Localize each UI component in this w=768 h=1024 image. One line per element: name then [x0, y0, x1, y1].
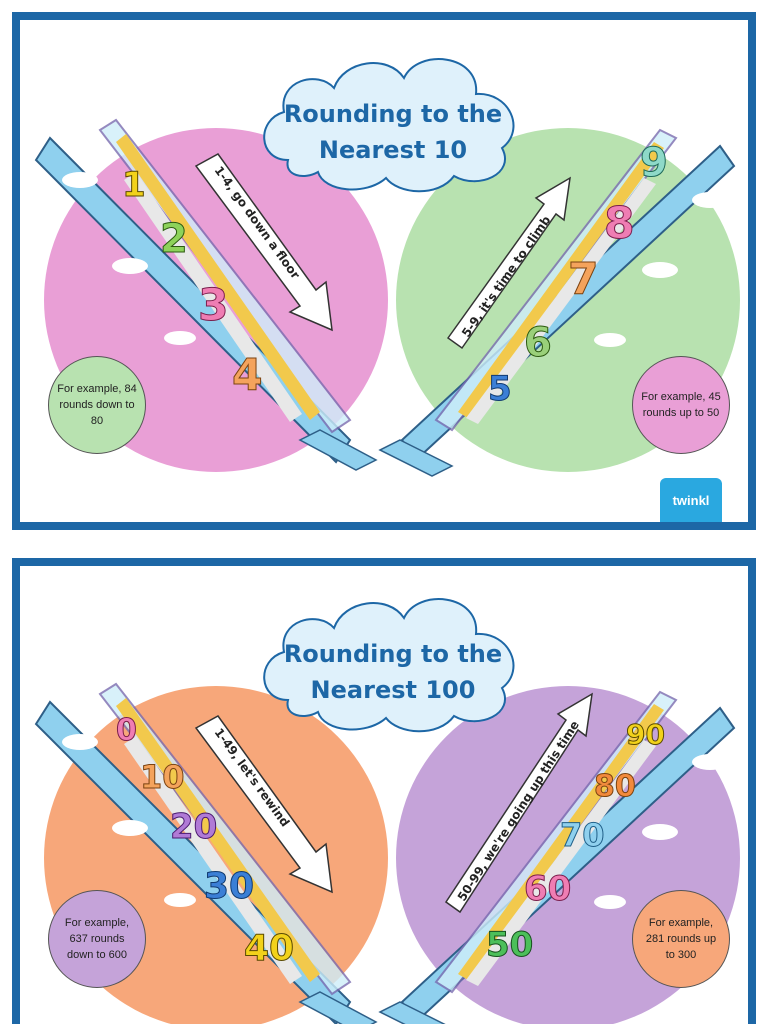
- number-0: 0: [116, 713, 137, 748]
- example-round-up-100: For example, 281 rounds up to 300: [632, 890, 730, 988]
- title-cloud: Rounding to the Nearest 10: [248, 40, 538, 200]
- escalator-up: [378, 128, 736, 477]
- down-numbers-100: 0 10 20 30 40: [116, 713, 295, 970]
- number-50: 50: [486, 925, 533, 965]
- number-3: 3: [198, 280, 229, 331]
- up-numbers: 5 6 7 8 9: [488, 140, 669, 410]
- cloud-shape: [263, 58, 515, 193]
- title-line-2-100: Nearest 100: [310, 676, 476, 704]
- title-cloud-100: Rounding to the Nearest 100: [248, 580, 538, 740]
- example-round-down: For example, 84 rounds down to 80: [48, 356, 146, 454]
- down-numbers: 1 2 3 4: [122, 165, 264, 402]
- scene-nearest-100: 0 10 20 30 40 1-49, let's rewind 50 60 7…: [34, 682, 740, 1024]
- title-line-1: Rounding to the: [283, 100, 503, 128]
- card-nearest-100: 0 10 20 30 40 1-49, let's rewind 50 60 7…: [12, 558, 756, 1024]
- cloud-shape-100: [263, 598, 515, 733]
- number-7: 7: [568, 254, 599, 305]
- card-nearest-10: 1 2 3 4 1-4, go down a floor 5 6 7 8 9: [12, 12, 756, 530]
- number-60: 60: [524, 869, 571, 909]
- number-30: 30: [204, 866, 254, 907]
- escalator-down: [34, 118, 378, 471]
- example-round-down-100: For example, 637 rounds down to 600: [48, 890, 146, 988]
- number-2: 2: [160, 216, 188, 262]
- number-10: 10: [140, 758, 185, 796]
- up-numbers-100: 50 60 70 80 90: [486, 718, 666, 966]
- number-90: 90: [626, 718, 665, 751]
- escalator-down-100: [34, 682, 378, 1024]
- number-8: 8: [604, 198, 635, 249]
- title-line-1-100: Rounding to the: [283, 640, 503, 668]
- number-70: 70: [560, 816, 605, 854]
- number-1: 1: [122, 165, 146, 205]
- escalator-up-100: [378, 690, 736, 1024]
- example-round-up: For example, 45 rounds up to 50: [632, 356, 730, 454]
- number-4: 4: [232, 350, 263, 401]
- number-20: 20: [170, 807, 217, 847]
- number-5: 5: [488, 369, 512, 409]
- number-9: 9: [640, 140, 668, 186]
- title-line-2: Nearest 10: [318, 136, 468, 164]
- number-6: 6: [524, 320, 552, 366]
- number-80: 80: [594, 769, 636, 804]
- twinkl-logo: twinkl: [660, 478, 722, 522]
- number-40: 40: [244, 928, 294, 969]
